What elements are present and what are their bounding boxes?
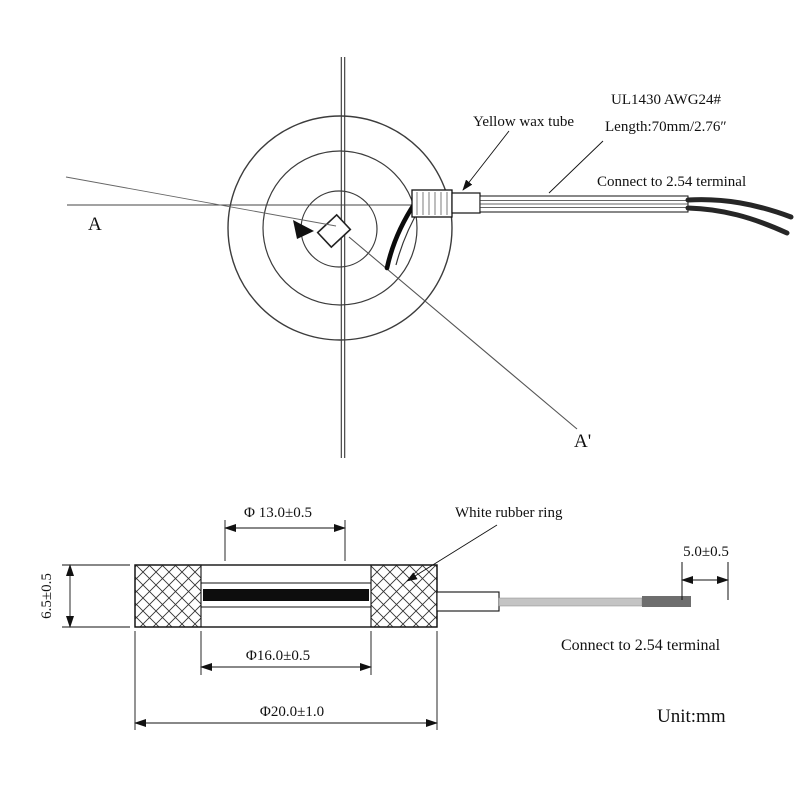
wire-label-leader — [548, 140, 604, 194]
dim-terminal-label: 5.0±0.5 — [683, 544, 729, 560]
rubber-ring-label: White rubber ring — [455, 505, 563, 521]
wire-sleeve — [498, 597, 643, 607]
unit-label: Unit:mm — [657, 706, 726, 727]
dim-outer-diameter — [134, 631, 438, 730]
top-view — [65, 57, 794, 458]
vertical-centerline — [340, 57, 346, 458]
dim-inner-diameter — [200, 631, 372, 675]
wire-ribbon — [479, 195, 689, 213]
wax-tube-label: Yellow wax tube — [473, 114, 574, 130]
ribbon-conductor-lines — [480, 200, 688, 208]
dim-outer-label: Φ20.0±1.0 — [260, 704, 324, 720]
wire-length-label: Length:70mm/2.76″ — [605, 119, 727, 135]
dim-height — [62, 564, 130, 628]
terminal-label-top: Connect to 2.54 terminal — [597, 174, 746, 190]
wire-end-top — [685, 197, 794, 220]
lead-wire-bold — [384, 200, 418, 271]
wire-ends — [685, 197, 794, 236]
dim-top-label: Φ 13.0±0.5 — [244, 505, 312, 521]
rubber-ring-left-section — [134, 564, 202, 628]
dim-top-diameter — [224, 520, 346, 561]
dim-inner-label: Φ16.0±0.5 — [246, 648, 310, 664]
wire-spec-label: UL1430 AWG24# — [611, 92, 722, 108]
section-view — [62, 520, 729, 730]
rubber-ring-right-section — [370, 564, 438, 628]
lead-out-block — [436, 591, 500, 612]
yellow-wax-tube — [451, 192, 481, 214]
dim-height-label: 6.5±0.5 — [39, 573, 55, 619]
wax-tube-leader — [462, 130, 510, 191]
dim-terminal-length — [681, 562, 729, 600]
rubber-ring-leader — [406, 524, 498, 582]
terminal-label-bottom: Connect to 2.54 terminal — [561, 637, 721, 654]
section-arrow — [293, 220, 314, 239]
leader-line-left — [65, 176, 337, 227]
connector-block — [411, 189, 453, 218]
center-electrode — [316, 213, 352, 249]
section-line-diagonal — [348, 236, 578, 430]
connector-crimp-lines — [416, 192, 448, 215]
wire-end-bottom — [685, 205, 790, 236]
piezo-element — [203, 589, 369, 601]
connector-body — [411, 189, 453, 218]
section-label-a-prime: A' — [574, 431, 591, 452]
wire-terminal — [642, 596, 691, 607]
outer-circle — [227, 115, 453, 341]
section-label-a: A — [88, 214, 102, 235]
middle-circle — [262, 150, 418, 306]
